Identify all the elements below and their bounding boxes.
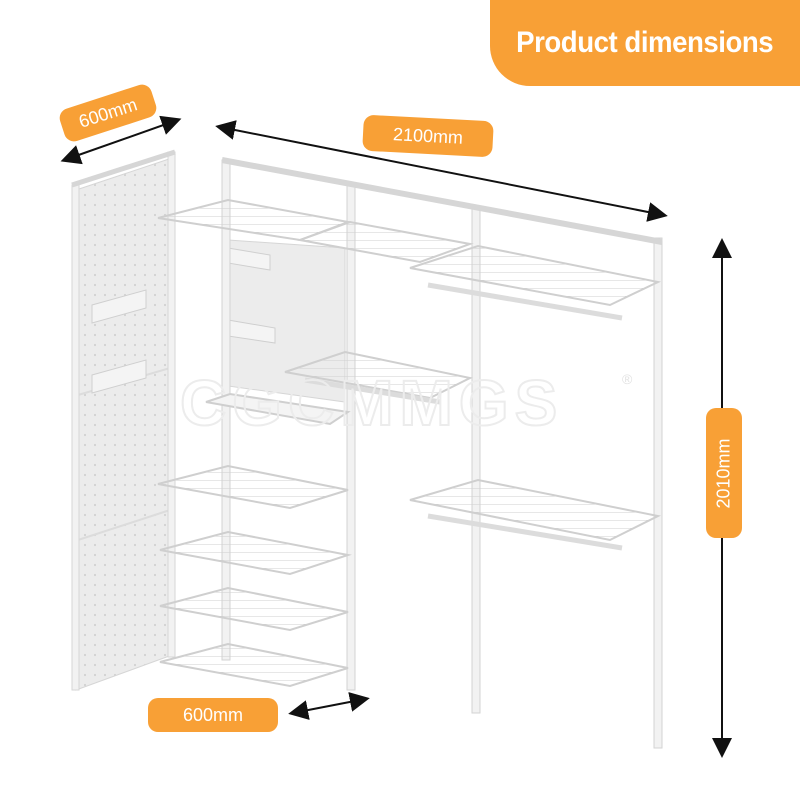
right-shelves: [284, 220, 662, 542]
pegboard-tower: [71, 149, 176, 691]
banner-title: Product dimensions: [516, 26, 774, 59]
depth-top-arrow: [60, 115, 182, 165]
height-label-box: 2010mm: [706, 408, 742, 538]
watermark-registered-mark: ®: [622, 371, 633, 387]
depth-bottom-label: 600mm: [148, 698, 278, 732]
hanging-rods: [304, 282, 623, 551]
width-label: 2100mm: [362, 114, 494, 158]
watermark: CGCMMGS: [180, 367, 563, 439]
depth-bottom-arrow: [288, 692, 370, 720]
width-arrow: [215, 120, 668, 222]
pegboard-basket: [91, 289, 147, 394]
height-label: 2010mm: [713, 437, 734, 509]
title-banner: Product dimensions: [490, 0, 800, 86]
